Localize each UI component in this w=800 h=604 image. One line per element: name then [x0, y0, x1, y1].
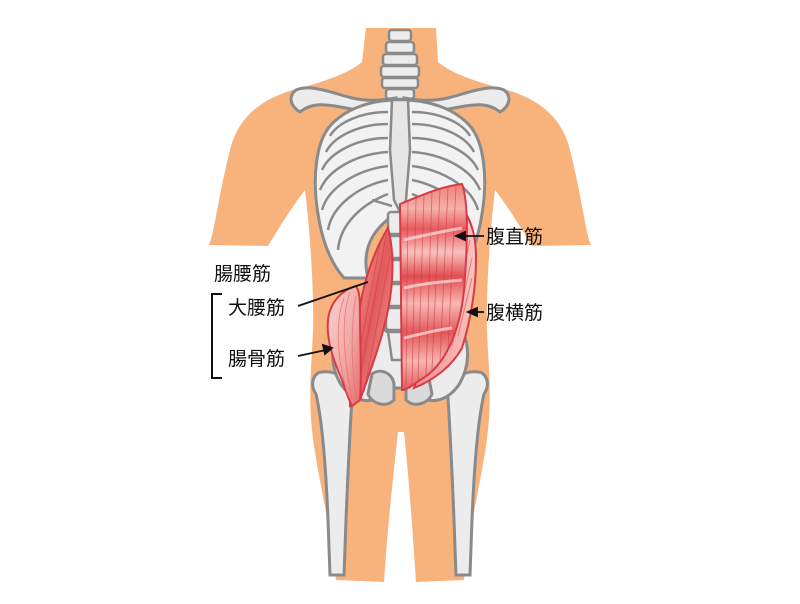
- leader-psoas: [297, 281, 369, 307]
- leader-transverse: [465, 306, 484, 318]
- iliacus-muscle: [326, 284, 362, 408]
- iliopsoas-bracket: [211, 293, 222, 379]
- label-leader-lines: [297, 230, 484, 357]
- label-psoas-major: 大腰筋: [228, 297, 286, 319]
- leader-iliacus: [297, 343, 334, 357]
- label-transversus-abdominis: 腹横筋: [486, 302, 544, 324]
- label-iliacus: 腸骨筋: [228, 348, 286, 370]
- rectus-abdominis-muscle: [398, 182, 468, 392]
- sternum: [388, 98, 412, 215]
- leader-rectus: [453, 230, 484, 242]
- label-iliopsoas: 腸腰筋: [214, 263, 272, 285]
- label-rectus-abdominis: 腹直筋: [486, 226, 544, 248]
- cervical-spine: [379, 28, 421, 101]
